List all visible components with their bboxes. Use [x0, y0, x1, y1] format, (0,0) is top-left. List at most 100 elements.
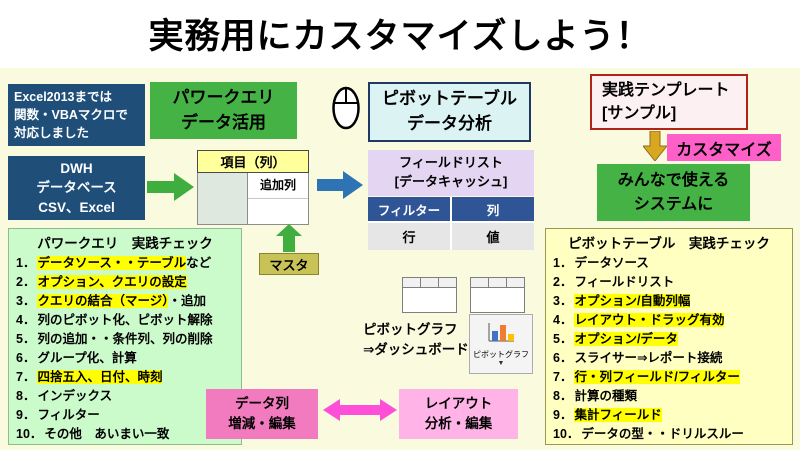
- pivot-graph-line1: ピボットグラフ: [363, 322, 458, 337]
- field-list-title-box: フィールドリスト [データキャッシュ]: [368, 150, 534, 196]
- checklist-item-text: データソース・・テーブル: [37, 256, 187, 270]
- legacy-note-line2: 関数・VBAマクロで: [14, 107, 128, 122]
- checklist-item-number: 5．: [16, 332, 36, 346]
- mini-table-icon: [470, 277, 525, 313]
- checklist-item-number: 6．: [553, 351, 573, 365]
- checklist-item-text: フィルター: [37, 408, 100, 422]
- checklist-item-text: オプション、クエリの設定: [37, 275, 187, 289]
- mini-table-cell: [421, 278, 439, 287]
- master-label: マスタ: [259, 253, 319, 275]
- item-column-table: 項目（列） 追加列: [197, 150, 309, 225]
- checklist-item-text: データソース: [574, 256, 649, 270]
- mini-table-cell: [507, 278, 524, 287]
- checklist-item-text: クエリの結合（マージ）: [37, 294, 169, 308]
- checklist-item-number: 2．: [16, 275, 36, 289]
- checklist-item: 4．レイアウト・ドラッグ有効: [553, 311, 790, 330]
- checklist-item: 6．スライサー⇒レポート接続: [553, 349, 790, 368]
- dwh-line1: DWH: [60, 160, 93, 176]
- arrow-right-green-icon: [147, 171, 194, 208]
- checklist-item-text: オプション/データ: [574, 332, 678, 346]
- power-query-header-line1: パワークエリ: [172, 87, 275, 107]
- mini-table-cell: [403, 278, 421, 287]
- power-query-header-line2: データ活用: [181, 112, 266, 132]
- arrow-right-blue-icon: [317, 168, 363, 207]
- checklist-item-text: フィールドリスト: [574, 275, 675, 289]
- layout-box: レイアウト 分析・編集: [399, 389, 518, 439]
- checklist-item: 6．グループ化、計算: [16, 349, 239, 368]
- field-list-table: フィルター 列 行 値: [368, 197, 534, 250]
- item-table-blank-cell: [248, 199, 308, 224]
- checklist-item-number: 4．: [553, 313, 573, 327]
- layout-line2: 分析・編集: [424, 416, 493, 431]
- arrow-up-green-icon: [276, 224, 302, 257]
- shared-system-box: みんなで使える システムに: [597, 164, 750, 221]
- checklist-item: 7．行・列フィールド/フィルター: [553, 368, 790, 387]
- checklist-item-text: データの型・・ドリルスルー: [581, 427, 744, 441]
- checklist-item-number: 2．: [553, 275, 573, 289]
- checklist-item-number: 3．: [553, 294, 573, 308]
- checklist-item-number: 5．: [553, 332, 573, 346]
- field-table-value-cell: 値: [452, 223, 534, 250]
- checklist-item: 2．オプション、クエリの設定: [16, 273, 239, 292]
- checklist-item: 3．クエリの結合（マージ）・追加: [16, 292, 239, 311]
- checklist-item-number: 9．: [553, 408, 573, 422]
- legacy-note-box: Excel2013までは 関数・VBAマクロで 対応しました: [8, 84, 145, 146]
- template-line2: [サンプル]: [602, 105, 677, 122]
- checklist-item-text: スライサー⇒レポート接続: [574, 351, 723, 365]
- dwh-source-box: DWH データベース CSV、Excel: [8, 156, 145, 220]
- checklist-item-number: 7．: [553, 370, 573, 384]
- field-list-title-line1: フィールドリスト: [399, 155, 503, 171]
- pivot-graph-label: ピボットグラフ ⇒ダッシュボード: [363, 320, 469, 360]
- mini-table-cell: [489, 278, 507, 287]
- checklist-item-number: 6．: [16, 351, 36, 365]
- checklist-item-number: 3．: [16, 294, 36, 308]
- checklist-item: 5．列の追加・・条件列、列の削除: [16, 330, 239, 349]
- bar-chart-icon: [486, 319, 516, 348]
- legacy-note-line1: Excel2013までは: [14, 89, 112, 104]
- mouse-icon: [331, 86, 361, 135]
- checklist-item: 8．インデックス: [16, 387, 239, 406]
- item-table-header: 項目（列）: [197, 150, 309, 173]
- field-table-column-header: 列: [452, 197, 534, 221]
- pivot-chart-button: ピボットグラフ ▼: [469, 314, 533, 374]
- field-table-row-cell: 行: [368, 223, 450, 250]
- checklist-item-text: 列の追加・・条件列、列の削除: [37, 332, 213, 346]
- checklist-item: 10．データの型・・ドリルスルー: [553, 425, 790, 444]
- checklist-item: 7．四捨五入、日付、時刻: [16, 368, 239, 387]
- checklist-item-text: オプション/自動列幅: [574, 294, 691, 308]
- mini-table-header-row: [471, 278, 524, 288]
- power-query-checklist-title: パワークエリ 実践チェック: [37, 236, 213, 251]
- checklist-item-number: 9．: [16, 408, 36, 422]
- checklist-item-text: その他 あいまい一致: [44, 427, 170, 441]
- legacy-note-line3: 対応しました: [14, 126, 90, 141]
- checklist-item-number: 10．: [553, 427, 580, 441]
- template-box: 実践テンプレート [サンプル]: [590, 74, 748, 130]
- checklist-item-number: 4．: [16, 313, 36, 327]
- mini-table-icon: [402, 277, 457, 313]
- pivot-table-header-line2: データ分析: [407, 114, 492, 133]
- customize-label: カスタマイズ: [667, 134, 781, 161]
- pivot-chart-button-label: ピボットグラフ: [473, 350, 529, 359]
- checklist-item-text: ・追加: [168, 294, 206, 308]
- checklist-item-text: レイアウト・ドラッグ有効: [574, 313, 725, 327]
- dwh-line3: CSV、Excel: [38, 199, 115, 215]
- data-column-line1: データ列: [235, 396, 289, 412]
- checklist-item: 9．フィルター: [16, 406, 239, 425]
- pivot-graph-line2: ⇒ダッシュボード: [363, 342, 469, 357]
- checklist-item-number: 1．: [553, 256, 573, 270]
- chevron-down-icon: ▼: [497, 360, 505, 367]
- checklist-item: 4．列のピボット化、ピボット解除: [16, 311, 239, 330]
- checklist-item-number: 8．: [16, 389, 36, 403]
- checklist-item: 8．計算の種類: [553, 387, 790, 406]
- checklist-item-text: インデックス: [37, 389, 113, 403]
- layout-line1: レイアウト: [424, 396, 493, 412]
- page-title: 実務用にカスタマイズしよう！: [148, 17, 652, 56]
- checklist-item-text: 行・列フィールド/フィルター: [574, 370, 740, 384]
- checklist-item-number: 1．: [16, 256, 36, 270]
- checklist-item-text: 列のピボット化、ピボット解除: [37, 313, 213, 327]
- field-list-title-line2: [データキャッシュ]: [394, 174, 508, 189]
